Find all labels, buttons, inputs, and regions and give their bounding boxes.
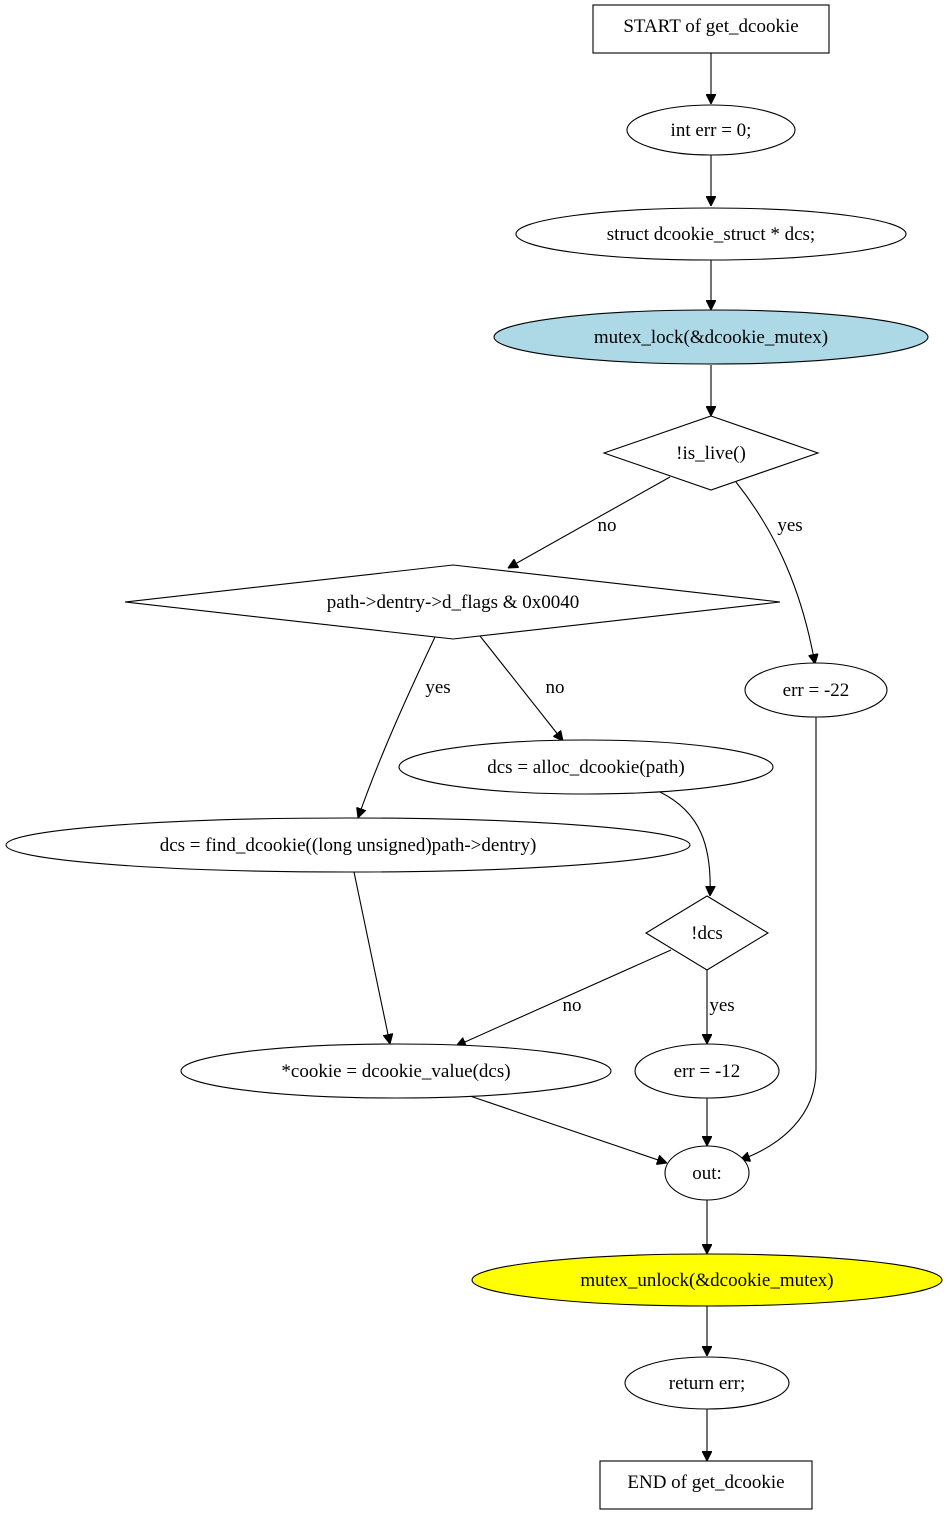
err-22-label: err = -22 — [783, 680, 850, 701]
mutex-lock-label: mutex_lock(&dcookie_mutex) — [594, 327, 828, 348]
node-dcs-decl: struct dcookie_struct * dcs; — [515, 207, 907, 261]
edge-label-not-dcs-no: no — [563, 995, 582, 1016]
return-ellipse — [624, 1356, 790, 1410]
edge-label-is-live-yes: yes — [777, 515, 802, 536]
edge-label-not-dcs-yes: yes — [709, 995, 734, 1016]
edge-is-live-to-d-flags — [508, 476, 671, 568]
cookie-value-ellipse — [180, 1043, 612, 1099]
node-end: END of get_dcookie — [599, 1460, 813, 1510]
is-live-label: !is_live() — [676, 443, 746, 464]
node-not-dcs: !dcs — [644, 895, 770, 971]
dcs-decl-ellipse — [515, 207, 907, 261]
not-dcs-diamond — [644, 895, 770, 971]
end-box — [599, 1460, 813, 1510]
node-mutex-unlock: mutex_unlock(&dcookie_mutex) — [471, 1253, 943, 1307]
out-label: out: — [692, 1163, 722, 1184]
start-label: START of get_dcookie — [623, 16, 798, 37]
node-err-22: err = -22 — [744, 662, 888, 718]
edge-cookie-value-to-out — [469, 1095, 667, 1163]
node-is-live: !is_live() — [602, 415, 820, 491]
node-return: return err; — [624, 1356, 790, 1410]
alloc-ellipse — [398, 739, 774, 795]
mutex-unlock-ellipse — [471, 1253, 943, 1307]
edge-find-to-cookie-value — [353, 871, 390, 1044]
edge-label-d-flags-yes: yes — [425, 677, 450, 698]
return-label: return err; — [669, 1373, 745, 1394]
not-dcs-label: !dcs — [691, 923, 723, 944]
edge-label-is-live-no: no — [598, 515, 617, 536]
err-22-ellipse — [744, 662, 888, 718]
find-ellipse — [5, 817, 691, 873]
end-label: END of get_dcookie — [627, 1472, 784, 1493]
edge-label-d-flags-no: no — [546, 677, 565, 698]
err-12-ellipse — [634, 1043, 780, 1099]
node-err-init: int err = 0; — [626, 104, 796, 156]
find-label: dcs = find_dcookie((long unsigned)path->… — [160, 835, 537, 856]
dcs-decl-label: struct dcookie_struct * dcs; — [607, 224, 815, 245]
edge-d-flags-to-find — [358, 636, 436, 818]
alloc-label: dcs = alloc_dcookie(path) — [487, 757, 684, 778]
node-out: out: — [664, 1145, 750, 1201]
start-box — [592, 4, 830, 54]
edge-is-live-to-err-22 — [735, 481, 815, 664]
out-ellipse — [664, 1145, 750, 1201]
edge-alloc-to-not-dcs — [659, 791, 710, 896]
err-12-label: err = -12 — [674, 1061, 741, 1082]
mutex-lock-ellipse — [493, 309, 929, 365]
node-alloc: dcs = alloc_dcookie(path) — [398, 739, 774, 795]
edge-d-flags-to-alloc — [479, 635, 563, 741]
edges — [353, 53, 817, 1461]
d-flags-diamond — [124, 564, 781, 640]
node-start: START of get_dcookie — [592, 4, 830, 54]
edge-not-dcs-to-cookie-value — [456, 949, 672, 1046]
edge-err-22-to-out — [740, 717, 817, 1160]
err-init-ellipse — [626, 104, 796, 156]
node-d-flags: path->dentry->d_flags & 0x0040 — [124, 564, 781, 640]
node-err-12: err = -12 — [634, 1043, 780, 1099]
d-flags-label: path->dentry->d_flags & 0x0040 — [327, 592, 580, 613]
mutex-unlock-label: mutex_unlock(&dcookie_mutex) — [580, 1270, 833, 1291]
is-live-diamond — [602, 415, 820, 491]
edge-labels: no yes yes no no yes — [425, 515, 802, 1016]
node-cookie-value: *cookie = dcookie_value(dcs) — [180, 1043, 612, 1099]
err-init-label: int err = 0; — [671, 120, 752, 141]
cookie-value-label: *cookie = dcookie_value(dcs) — [281, 1061, 510, 1082]
node-find: dcs = find_dcookie((long unsigned)path->… — [5, 817, 691, 873]
node-mutex-lock: mutex_lock(&dcookie_mutex) — [493, 309, 929, 365]
